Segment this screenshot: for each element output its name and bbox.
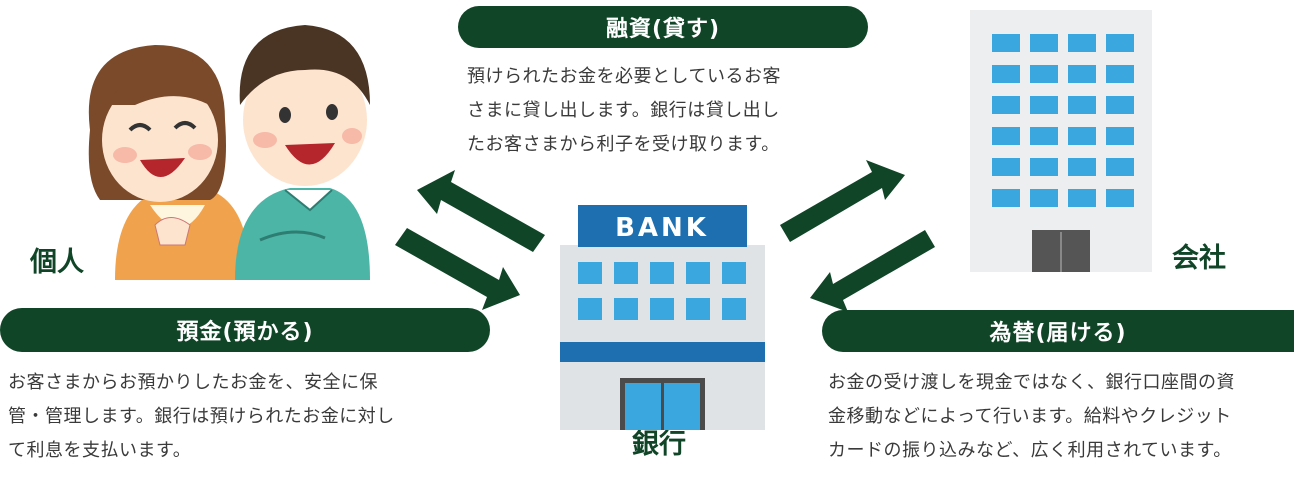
deposit-line: て利息を支払います。: [8, 440, 192, 461]
financing-line: 預けられたお金を必要としているお客: [467, 66, 781, 87]
exchange-arrows-icon: [780, 160, 935, 312]
financing-line: たお客さまから利子を受け取ります。: [467, 134, 780, 155]
exchange-arrows-icon: [395, 170, 545, 310]
deposit-title: 預金(預かる): [0, 308, 490, 352]
deposit-line: お客さまからお預かりしたお金を、安全に保: [8, 372, 378, 393]
financing-description: 預けられたお金を必要としているお客 さまに貸し出します。銀行は貸し出し たお客さ…: [467, 60, 877, 162]
individual-label: 個人: [30, 247, 84, 278]
bank-building-icon: BANK: [560, 205, 765, 430]
exchange-line: 金移動などによって行います。給料やクレジット: [828, 406, 1232, 427]
financing-line: さまに貸し出します。銀行は貸し出し: [467, 100, 780, 121]
exchange-line: カードの振り込みなど、広く利用されています。: [828, 440, 1232, 461]
financing-title: 融資(貸す): [458, 6, 868, 48]
exchange-description: お金の受け渡しを現金ではなく、銀行口座間の資 金移動などによって行います。給料や…: [828, 366, 1294, 468]
deposit-description: お客さまからお預かりしたお金を、安全に保 管・管理します。銀行は預けられたお金に…: [8, 366, 508, 468]
company-building-icon: [970, 10, 1152, 272]
bank-sign: BANK: [615, 213, 709, 243]
couple-illustration: [88, 25, 370, 280]
exchange-line: お金の受け渡しを現金ではなく、銀行口座間の資: [828, 372, 1235, 393]
exchange-title: 為替(届ける): [822, 310, 1294, 352]
bank-label: 銀行: [632, 429, 686, 460]
deposit-line: 管・管理します。銀行は預けられたお金に対し: [8, 406, 395, 427]
company-label: 会社: [1172, 243, 1226, 274]
